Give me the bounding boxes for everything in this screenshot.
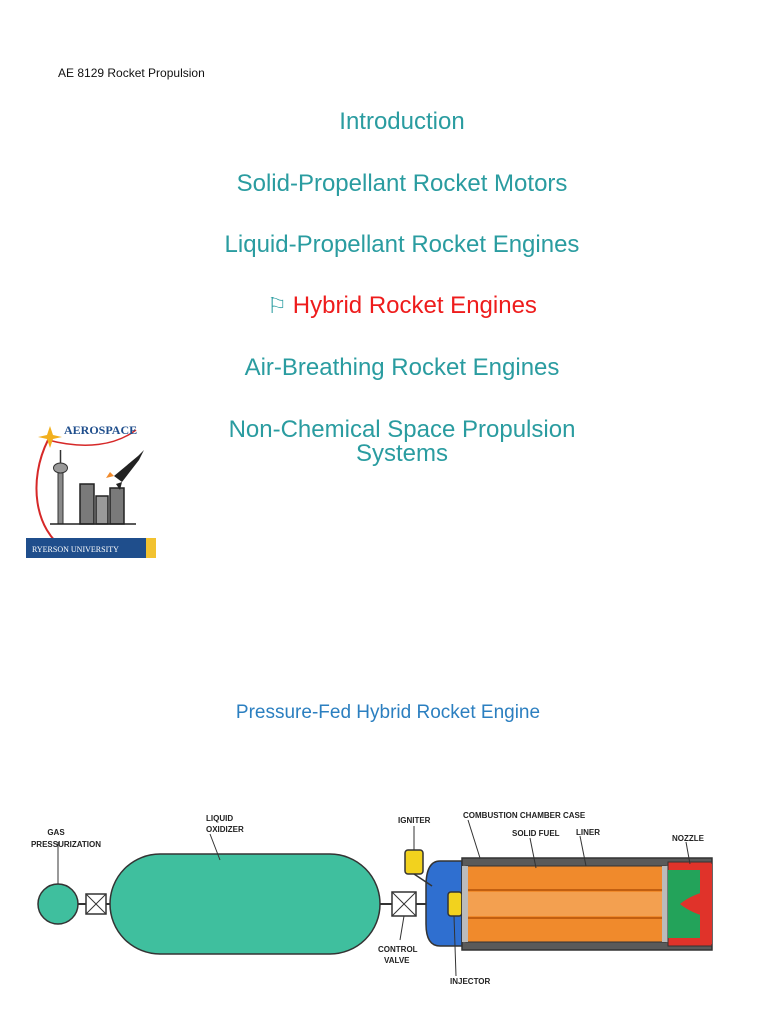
topic-solid-propellant: Solid-Propellant Rocket Motors [236, 170, 568, 197]
igniter [404, 849, 424, 875]
hybrid-engine-diagram: GAS PRESSURIZATION LIQUID OXIDIZER IGNIT… [31, 811, 713, 986]
oxidizer-tank [109, 853, 381, 955]
label-solid-fuel: SOLID FUEL [512, 829, 560, 838]
aerospace-logo: AEROSPACE RYERSON UNIVERSITY [26, 423, 156, 558]
topic-hybrid: ⚐Hybrid Rocket Engines [0, 294, 768, 318]
label-igniter: IGNITER [398, 816, 431, 825]
label-valve: VALVE [384, 956, 410, 965]
label-oxidizer: OXIDIZER [206, 825, 244, 834]
logo-banner: RYERSON UNIVERSITY [32, 545, 119, 554]
label-liner: LINER [576, 828, 600, 837]
check-valve [85, 893, 107, 915]
control-valve [391, 891, 417, 917]
course-header: AE 8129 Rocket Propulsion [58, 66, 205, 80]
topic-non-chemical-line1: Non-Chemical Space Propulsion [228, 416, 576, 443]
label-combustion-case: COMBUSTION CHAMBER CASE [463, 811, 586, 820]
injector-cap [425, 860, 463, 947]
topic-hybrid-label: Hybrid Rocket Engines [292, 292, 537, 319]
figure-title: Pressure-Fed Hybrid Rocket Engine [235, 702, 541, 723]
topic-introduction: Introduction [339, 108, 465, 135]
topic-non-chemical: Non-Chemical Space Propulsion Systems [0, 418, 768, 466]
flag-icon: ⚐ [267, 293, 287, 318]
label-injector: INJECTOR [450, 977, 491, 986]
nozzle [667, 861, 713, 947]
logo-title: AEROSPACE [64, 423, 137, 437]
gas-sphere [37, 883, 79, 925]
injector [447, 891, 463, 917]
label-nozzle: NOZZLE [672, 834, 705, 843]
label-gas: GAS [47, 828, 65, 837]
label-liquid: LIQUID [206, 814, 233, 823]
topic-liquid-propellant: Liquid-Propellant Rocket Engines [224, 231, 580, 258]
topic-non-chemical-line2: Systems [355, 440, 448, 467]
label-control: CONTROL [378, 945, 418, 954]
topic-air-breathing: Air-Breathing Rocket Engines [244, 354, 560, 381]
label-pressurization: PRESSURIZATION [31, 840, 101, 849]
